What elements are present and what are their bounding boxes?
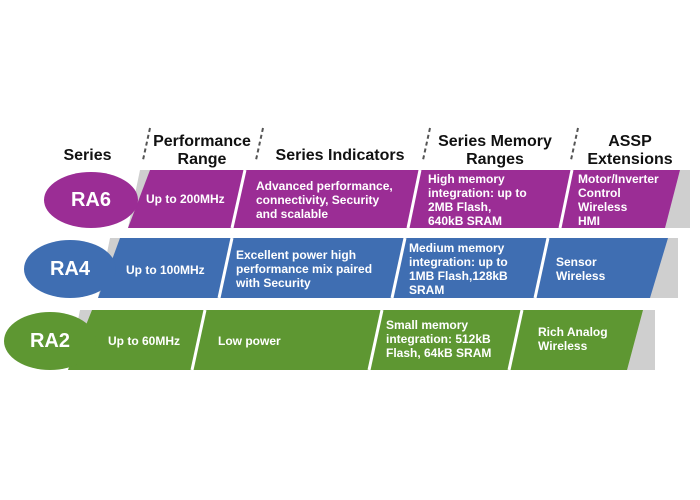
header-dividers xyxy=(142,127,579,161)
ra4-memory: Medium memory integration: up to 1MB Fla… xyxy=(409,241,508,297)
ra2-memory: Small memory integration: 512kB Flash, 6… xyxy=(386,318,492,360)
header-divider xyxy=(422,127,431,161)
header-divider xyxy=(570,127,579,161)
header-assp-extensions: ASSP Extensions xyxy=(587,133,673,168)
band-fill xyxy=(68,310,643,370)
band-fill xyxy=(128,170,680,228)
band-separators xyxy=(230,169,574,229)
ra2-indicators: Low power xyxy=(218,334,281,348)
band-separators xyxy=(190,309,524,371)
series-badge-ra6: RA6 xyxy=(44,172,138,228)
band-separators xyxy=(217,237,550,299)
band-ra2 xyxy=(68,309,655,371)
series-badge-ra4: RA4 xyxy=(24,240,116,298)
band-ra6 xyxy=(128,169,690,229)
header-series-indicators: Series Indicators xyxy=(275,147,405,164)
band-fill xyxy=(98,238,668,298)
ra6-performance: Up to 200MHz xyxy=(146,192,225,206)
header-divider xyxy=(255,127,264,161)
ra2-performance: Up to 60MHz xyxy=(108,334,180,348)
header-performance-range: Performance Range xyxy=(153,133,251,168)
series-badge-ra2: RA2 xyxy=(4,312,96,370)
ra6-assp: Motor/Inverter Control Wireless HMI xyxy=(578,172,659,228)
band-ra4 xyxy=(98,237,678,299)
header-series: Series xyxy=(63,147,112,164)
header-divider xyxy=(142,127,151,161)
ra2-assp: Rich Analog Wireless xyxy=(538,325,608,353)
header-series-memory-ranges: Series Memory Ranges xyxy=(438,133,552,168)
ra6-indicators: Advanced performance, connectivity, Secu… xyxy=(256,179,393,221)
ra4-performance: Up to 100MHz xyxy=(126,263,205,277)
ra4-assp: Sensor Wireless xyxy=(556,255,606,283)
ra6-memory: High memory integration: up to 2MB Flash… xyxy=(428,172,527,228)
ra4-indicators: Excellent power high performance mix pai… xyxy=(236,248,373,290)
